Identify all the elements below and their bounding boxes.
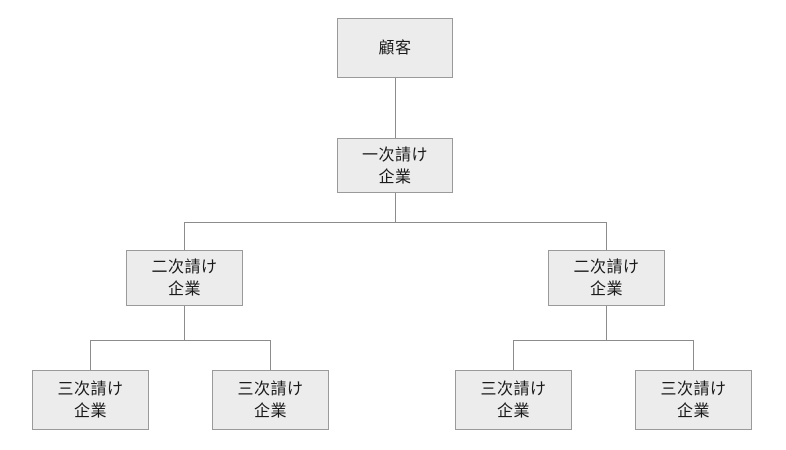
- node-secondary-contractor[interactable]: 二次請け 企業: [126, 250, 243, 306]
- connector-line: [395, 78, 396, 138]
- node-tertiary-contractor[interactable]: 三次請け 企業: [455, 370, 572, 430]
- connector-line: [90, 340, 271, 341]
- node-tertiary-contractor[interactable]: 三次請け 企業: [212, 370, 329, 430]
- connector-line: [606, 306, 607, 340]
- connector-line: [184, 222, 185, 250]
- node-tertiary-contractor[interactable]: 三次請け 企業: [32, 370, 149, 430]
- connector-line: [606, 222, 607, 250]
- connector-line: [513, 340, 514, 370]
- connector-line: [395, 193, 396, 222]
- connector-line: [513, 340, 694, 341]
- connector-line: [184, 222, 607, 223]
- connector-line: [90, 340, 91, 370]
- node-tertiary-contractor[interactable]: 三次請け 企業: [635, 370, 752, 430]
- node-secondary-contractor[interactable]: 二次請け 企業: [548, 250, 665, 306]
- connector-line: [693, 340, 694, 370]
- connector-line: [270, 340, 271, 370]
- node-primary-contractor[interactable]: 一次請け 企業: [337, 138, 453, 193]
- node-customer[interactable]: 顧客: [337, 18, 453, 78]
- connector-line: [184, 306, 185, 340]
